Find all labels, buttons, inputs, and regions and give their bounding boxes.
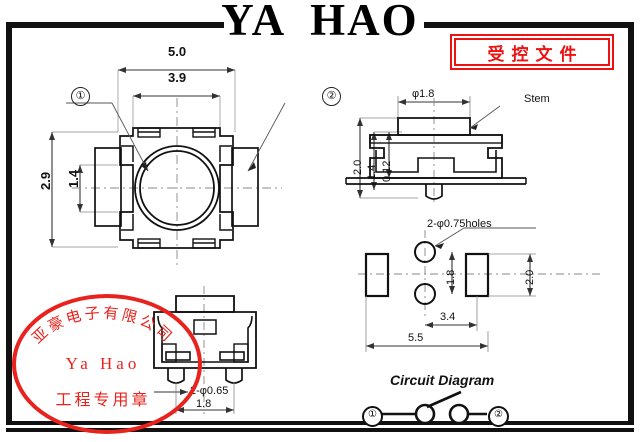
side-view-graphics [345,96,527,206]
frame-bottom-outer [6,421,634,425]
page-title: YA HAO [221,0,419,45]
dimension-total-height: 2.0 [352,159,364,175]
dimension-lead-thickness: 0.12 [381,160,393,182]
dimension-body-height: 1.4 [366,164,378,180]
frame-bottom-inner [6,428,634,432]
stem-label: Stem [524,93,550,105]
frame-top-left [6,22,224,28]
dimension-pad-height: 2.0 [524,269,536,285]
dimension-boss-spacing: 1.8 [196,398,212,410]
dimension-overall-width: 5.0 [168,44,187,59]
circuit-terminal-1: ① [362,406,383,427]
frame-top-right [424,22,634,28]
seal-arc-text-graphics: 亚豪电子有限公司 [28,304,177,347]
dimension-hole-spacing: 1.8 [445,269,457,285]
dimension-holes: 2-φ0.75holes [427,218,492,230]
dimension-overall-span: 5.5 [408,332,424,344]
seal-bottom-text: 工程专用章 [55,390,151,409]
pcb-footprint-graphics [358,227,602,352]
seal-arc-text: 亚豪电子有限公司 [28,304,177,347]
dimension-boss-diameter: 2-φ0.65 [190,385,229,397]
seal-middle-text: Ya Hao [65,354,141,373]
dimension-body-width: 3.9 [168,70,187,85]
dimension-overall-height: 2.9 [38,171,53,190]
dimension-hole-to-pad: 3.4 [440,311,456,323]
controlled-document-label: 受控文件 [487,44,584,65]
controlled-document-stamp: 受控文件 [450,34,614,70]
company-seal-stamp: 亚豪电子有限公司 Ya Hao 工程专用章 [12,294,202,434]
dimension-terminal-height: 1.4 [66,169,81,188]
callout-2: ② [322,87,341,106]
dimension-stem-diameter: φ1.8 [412,88,435,100]
frame-right [628,22,634,424]
circuit-diagram-graphics [377,390,487,425]
frame-left [6,22,12,424]
circuit-diagram-title: Circuit Diagram [390,372,495,388]
callout-1: ① [71,87,90,106]
seal-outer-ring [12,294,202,434]
circuit-terminal-2: ② [488,406,509,427]
top-view-graphics [49,67,286,268]
controlled-document-inner-border: 受控文件 [454,38,610,66]
